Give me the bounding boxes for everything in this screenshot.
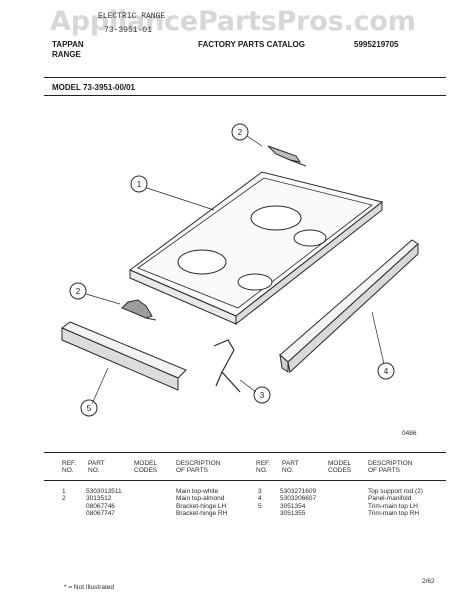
- table-cell: 5: [258, 502, 262, 510]
- model-label: MODEL 73-3951-00/01: [52, 83, 136, 92]
- table-right-part-column: 5303271609 5303206607 3051354 3051355: [280, 488, 316, 518]
- callout-4-label: 4: [384, 367, 389, 376]
- table-cell: 08067747: [86, 510, 115, 518]
- support-rod-part: [213, 339, 241, 393]
- table-right-header-ref: REF. NO.: [256, 460, 271, 475]
- table-cell: Bracket-hinge RH: [176, 510, 228, 518]
- table-cell: 3051355: [280, 510, 306, 518]
- callout-1: [130, 175, 148, 193]
- callout-1-label: 1: [137, 180, 142, 189]
- table-cell: Bracket-hinge LH: [176, 502, 227, 510]
- table-left-ref-column: 1 2: [62, 488, 66, 503]
- callout-5: [80, 399, 98, 417]
- callout-2-top: [231, 123, 249, 141]
- page-date: 2/62: [422, 578, 435, 585]
- header-brand-sub: RANGE: [52, 50, 81, 59]
- callout-3: [253, 386, 271, 404]
- table-cell: Panel-manifold: [368, 495, 412, 503]
- header-typed-line2: 73-3951-01: [104, 26, 153, 35]
- table-left-header-ref: REF. NO.: [62, 460, 77, 475]
- table-header-rule: [44, 480, 446, 481]
- header-typed-line1: ELECTRIC RANGE: [98, 12, 166, 21]
- table-right-ref-column: 3 4 5: [258, 488, 262, 510]
- header-rule: [44, 77, 446, 78]
- table-cell: 3051354: [280, 502, 306, 510]
- watermark-text: AppliancePartsPros.com: [50, 6, 416, 37]
- table-cell: 5303013511: [86, 488, 122, 495]
- table-cell: Main top-almond: [176, 495, 225, 503]
- table-left-header-part: PART NO.: [88, 460, 105, 475]
- catalog-title: FACTORY PARTS CATALOG: [198, 40, 305, 49]
- callout-2-bottom-label: 2: [76, 287, 81, 296]
- hinge-bracket-bottom: [121, 299, 157, 321]
- table-right-header-desc: DESCRIPTION OF PARTS: [368, 460, 413, 475]
- catalog-number: 5995219705: [354, 40, 399, 49]
- table-cell: 3: [258, 488, 262, 495]
- table-cell: 08067746: [86, 502, 115, 510]
- callout-5-label: 5: [87, 404, 92, 413]
- trim-right-part: [279, 239, 419, 373]
- footnote: * = Not Illustrated: [64, 584, 115, 591]
- table-left-header-desc: DESCRIPTION OF PARTS: [176, 460, 221, 475]
- table-cell: 4: [258, 495, 262, 503]
- callout-2-bottom: [69, 282, 87, 300]
- table-right-desc-column: Top support rod (2) Panel-manifold Trim-…: [368, 488, 423, 518]
- table-top-rule: [44, 452, 446, 453]
- table-right-header-part: PART NO.: [282, 460, 299, 475]
- callout-4: [377, 362, 395, 380]
- table-right-header-model: MODEL CODES: [328, 460, 352, 475]
- header-brand: TAPPAN: [52, 40, 84, 49]
- model-rule: [44, 95, 446, 96]
- main-top-part: [129, 171, 384, 326]
- figure-code: 0486: [402, 430, 417, 437]
- table-cell: 5303206607: [280, 495, 317, 503]
- callout-3-label: 3: [260, 391, 265, 400]
- table-cell: 2: [62, 495, 66, 503]
- table-left-desc-column: Main top-white Main top-almond Bracket-h…: [176, 488, 227, 518]
- table-cell: 3013512: [86, 495, 112, 503]
- table-cell: 5303271609: [280, 488, 317, 495]
- hinge-bracket-top: [267, 145, 307, 167]
- table-cell: 1: [62, 488, 66, 495]
- callout-2-top-label: 2: [238, 128, 243, 137]
- table-cell: Main top-white: [176, 488, 219, 495]
- trim-left-part: [61, 321, 187, 391]
- table-left-part-column: 5303013511 3013512 08067746 08067747: [86, 488, 122, 518]
- table-left-header-model: MODEL CODES: [134, 460, 158, 475]
- table-cell: Top support rod (2): [368, 488, 423, 495]
- table-cell: Trim-main top RH: [368, 510, 420, 518]
- table-cell: Trim-main top LH: [368, 502, 418, 510]
